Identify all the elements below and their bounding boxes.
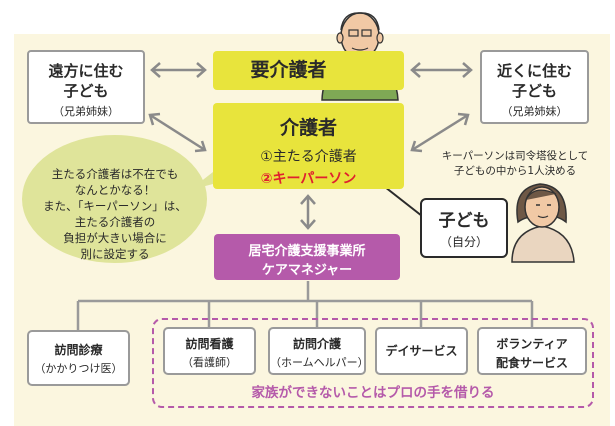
- service-subtitle: 配食サービス: [495, 356, 568, 370]
- near-relatives-sub: （兄弟姉妹）: [501, 105, 568, 118]
- service-title: 訪問診療: [54, 343, 103, 357]
- care-recipient-label: 要介護者: [250, 59, 327, 81]
- green-note-bubble: [22, 135, 207, 263]
- service-home-medical: 訪問診療 （かかりつけ医）: [27, 330, 130, 386]
- far-relatives-sub: （兄弟姉妹）: [53, 105, 119, 118]
- service-title: デイサービス: [385, 344, 458, 358]
- service-tree: [76, 281, 534, 330]
- service-subtitle: （ホームヘルパー）: [270, 356, 369, 369]
- keyperson-note: キーパーソンは司令塔役として 子どもの中から1人決める: [430, 149, 600, 179]
- service-home-nursing: 訪問看護 （看護師）: [163, 327, 256, 375]
- primary-caregiver-label: ①主たる介護者: [260, 149, 357, 165]
- care-recipient-box: 要介護者: [213, 51, 404, 90]
- child-sub: （自分）: [439, 235, 488, 249]
- green-note-line: なんとかなる！: [74, 183, 156, 197]
- green-note-line: 別に設定する: [80, 247, 150, 261]
- care-office-box: 居宅介護支援事業所 ケアマネジャー: [214, 234, 400, 280]
- green-note-line: 負担が大きい場合に: [63, 231, 167, 245]
- near-relatives-box: 近くに住む 子ども （兄弟姉妹）: [480, 50, 589, 124]
- far-relatives-box: 遠方に住む 子ども （兄弟姉妹）: [27, 50, 145, 124]
- child-self-box: 子ども （自分）: [420, 198, 508, 258]
- service-subtitle: （看護師）: [182, 356, 237, 369]
- care-office-name: 居宅介護支援事業所: [248, 244, 366, 259]
- professional-services-group: [152, 318, 594, 408]
- caregiver-box: 介護者 ①主たる介護者 ②キーパーソン: [213, 103, 404, 189]
- service-title: 訪問介護: [292, 337, 341, 351]
- service-day-service: デイサービス: [375, 327, 468, 375]
- keyperson-note-line: キーパーソンは司令塔役として: [441, 150, 589, 162]
- caregiver-title: 介護者: [279, 117, 337, 139]
- far-relatives-label: 遠方に住む 子ども: [48, 62, 124, 100]
- child-label: 子ども: [438, 211, 490, 231]
- keyperson-label: ②キーパーソン: [260, 171, 357, 187]
- green-note-text: 主たる介護者は不在でも なんとかなる！ また、「キーパーソン」は、 主たる介護者…: [30, 166, 200, 262]
- service-subtitle: （かかりつけ医）: [34, 362, 123, 375]
- arrow-near-to-caregiver: [410, 112, 470, 153]
- near-relatives-label: 近くに住む 子ども: [496, 62, 572, 100]
- care-manager-label: ケアマネジャー: [261, 263, 353, 278]
- keyperson-note-line: 子どもの中から1人決める: [453, 165, 577, 177]
- arrow-recipient-to-near: [410, 62, 473, 78]
- service-title: ボランティア: [496, 337, 568, 351]
- arrow-far-to-recipient: [150, 62, 207, 78]
- woman-illustration: [511, 183, 575, 263]
- service-volunteer-meals: ボランティア 配食サービス: [477, 327, 587, 375]
- green-note-line: 主たる介護者は不在でも: [51, 167, 179, 181]
- arrow-far-to-caregiver: [148, 112, 207, 153]
- green-note-line: また、「キーパーソン」は、: [43, 199, 187, 213]
- green-note-line: 主たる介護者の: [74, 215, 156, 229]
- arrow-caregiver-to-office: [300, 194, 316, 230]
- family-caption: 家族ができないことはプロの手を借りる: [251, 385, 495, 401]
- service-home-care: 訪問介護 （ホームヘルパー）: [268, 327, 369, 375]
- service-title: 訪問看護: [185, 337, 234, 351]
